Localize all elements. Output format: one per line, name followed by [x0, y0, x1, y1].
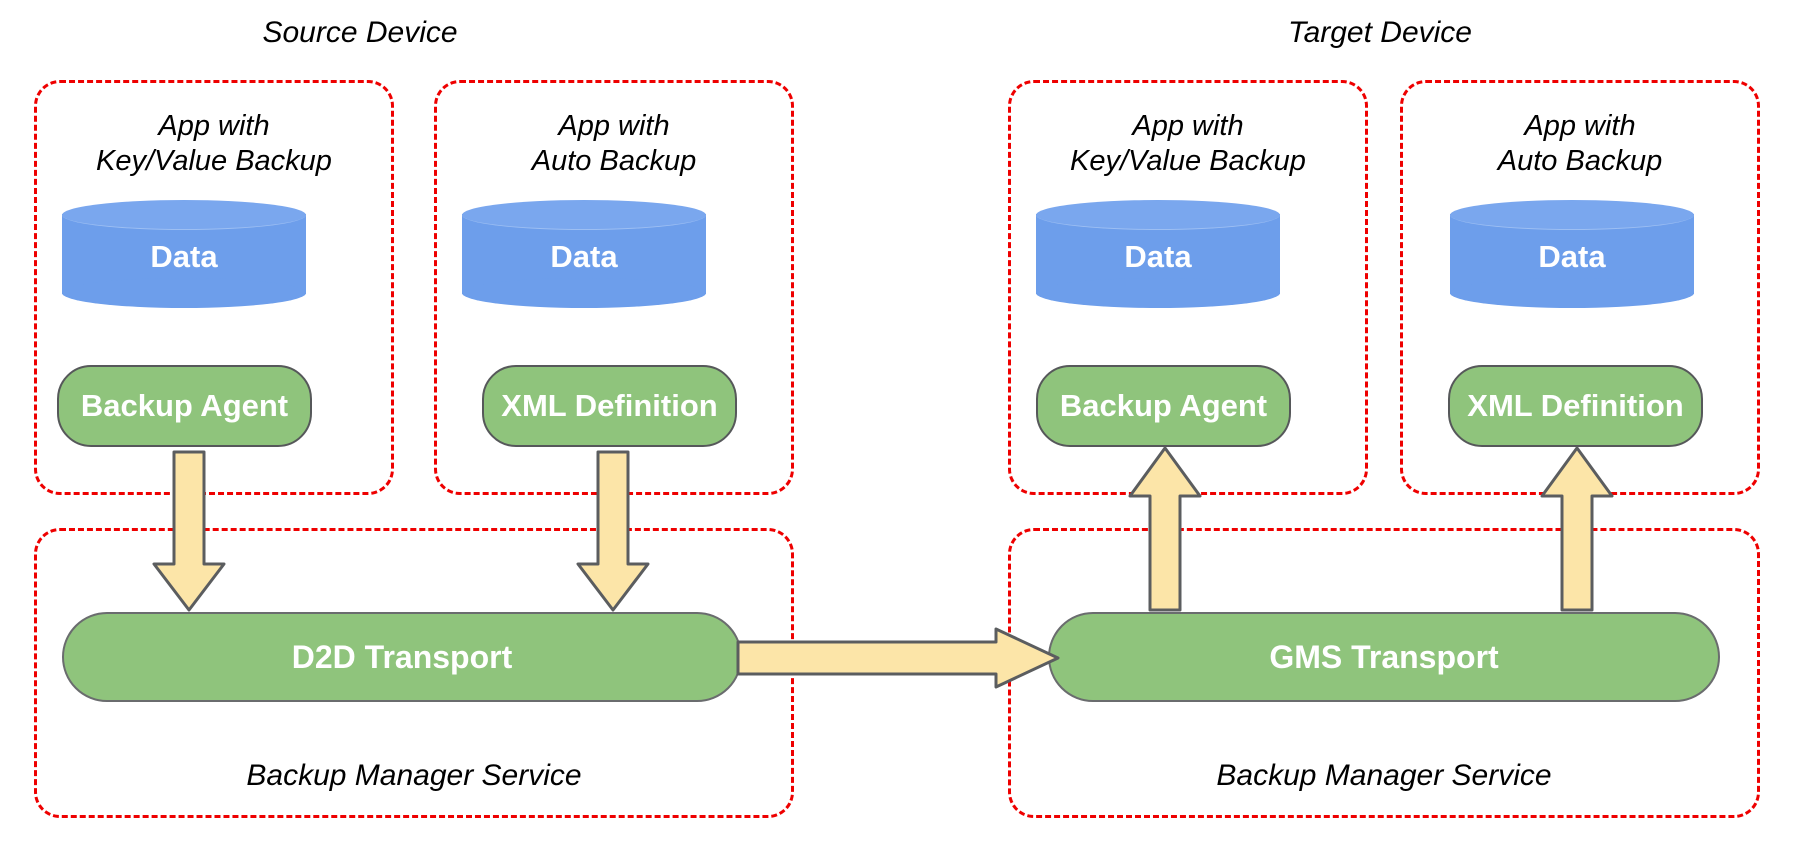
transport-box-label: D2D Transport	[291, 638, 513, 675]
data-cylinder-source-key-value: Data	[62, 200, 306, 308]
transport-box-label: GMS Transport	[1269, 638, 1499, 675]
component-box-label: XML Definition	[1467, 388, 1684, 423]
data-cylinder-label: Data	[550, 238, 618, 274]
data-cylinder-target-auto-backup: Data	[1450, 200, 1694, 308]
component-box-label: XML Definition	[501, 388, 718, 423]
cylinder-top-ellipse	[1036, 200, 1280, 230]
data-cylinder-label: Data	[1124, 238, 1192, 274]
service-container-target: Backup Manager Service	[1008, 528, 1760, 818]
arrow-up-gms-to-xml-definition	[1540, 446, 1614, 612]
cylinder-bottom-ellipse	[62, 278, 306, 308]
data-cylinder-label: Data	[1538, 238, 1606, 274]
cylinder-bottom-ellipse	[462, 278, 706, 308]
arrow-up-gms-to-backup-agent	[1128, 446, 1202, 612]
data-cylinder-source-auto-backup: Data	[462, 200, 706, 308]
arrow-down-xml-definition-to-d2d	[576, 450, 650, 612]
cylinder-top-ellipse	[462, 200, 706, 230]
device-title-target: Target Device	[1288, 16, 1472, 49]
data-cylinder-label: Data	[150, 238, 218, 274]
service-label-source: Backup Manager Service	[246, 759, 582, 792]
cylinder-top-ellipse	[62, 200, 306, 230]
component-box-target-backup-agent[interactable]: Backup Agent	[1036, 365, 1291, 447]
app-container-source-auto-backup: App with Auto Backup	[434, 80, 794, 495]
app-label-source-auto-backup: App with Auto Backup	[531, 110, 697, 177]
service-label-target: Backup Manager Service	[1216, 759, 1552, 792]
component-box-source-xml-definition[interactable]: XML Definition	[482, 365, 737, 447]
component-box-source-backup-agent[interactable]: Backup Agent	[57, 365, 312, 447]
arrow-down-backup-agent-to-d2d	[152, 450, 226, 612]
transport-box-d2d[interactable]: D2D Transport	[62, 612, 742, 702]
component-box-label: Backup Agent	[80, 388, 289, 423]
data-cylinder-target-key-value: Data	[1036, 200, 1280, 308]
app-label-target-key-value: App with Key/Value Backup	[1070, 110, 1306, 177]
arrow-right-d2d-to-gms	[736, 627, 1060, 689]
cylinder-bottom-ellipse	[1036, 278, 1280, 308]
cylinder-top-ellipse	[1450, 200, 1694, 230]
component-box-target-xml-definition[interactable]: XML Definition	[1448, 365, 1703, 447]
app-label-source-key-value: App with Key/Value Backup	[96, 110, 332, 177]
app-container-source-key-value: App with Key/Value Backup	[34, 80, 394, 495]
transport-box-gms[interactable]: GMS Transport	[1048, 612, 1720, 702]
app-label-target-auto-backup: App with Auto Backup	[1497, 110, 1663, 177]
component-box-label: Backup Agent	[1059, 388, 1268, 423]
cylinder-bottom-ellipse	[1450, 278, 1694, 308]
device-title-source: Source Device	[262, 16, 458, 49]
